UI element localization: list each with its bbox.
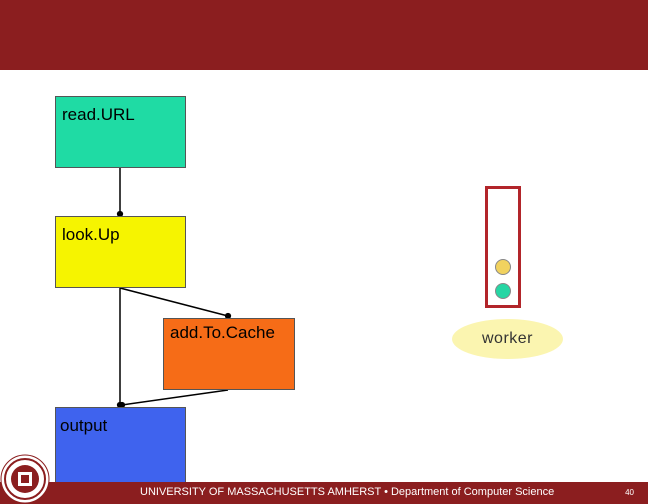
node-output: output xyxy=(55,407,186,485)
footer-bar xyxy=(0,482,648,504)
header-bar xyxy=(0,0,648,70)
queue-token-green xyxy=(495,283,511,299)
worker-ellipse: worker xyxy=(452,319,563,359)
queue-token-yellow xyxy=(495,259,511,275)
worker-label: worker xyxy=(481,330,533,347)
node-read-url: read.URL xyxy=(55,96,186,168)
footer-text: UNIVERSITY OF MASSACHUSETTS AMHERST • De… xyxy=(140,486,555,498)
page-number: 40 xyxy=(625,488,634,497)
edge-addtocache-output xyxy=(118,389,229,409)
node-add-to-cache-label: add.To.Cache xyxy=(170,323,275,342)
node-look-up-label: look.Up xyxy=(62,225,120,244)
node-output-label: output xyxy=(60,416,108,435)
node-look-up: look.Up xyxy=(55,216,186,288)
university-seal-icon xyxy=(0,454,50,504)
edge-lookup-addtocache xyxy=(119,287,232,320)
node-read-url-label: read.URL xyxy=(62,105,135,124)
node-add-to-cache: add.To.Cache xyxy=(163,318,295,390)
